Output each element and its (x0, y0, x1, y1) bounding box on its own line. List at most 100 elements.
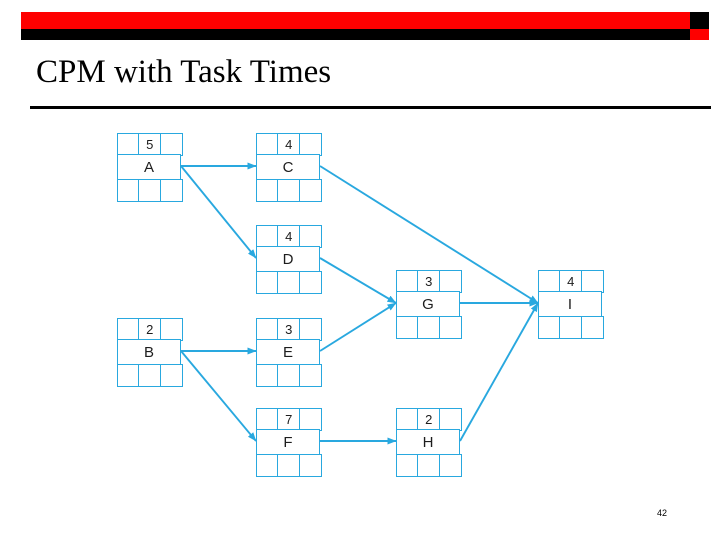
black-bar (21, 29, 690, 40)
task-id-cell: F (256, 429, 320, 456)
slack-cell (417, 316, 441, 339)
duration-cell: 4 (277, 133, 301, 156)
early-finish-cell (298, 408, 322, 431)
node-bottom-row (117, 364, 183, 387)
red-square-accent (690, 29, 709, 40)
late-start-cell (396, 454, 419, 477)
early-start-cell (256, 133, 279, 156)
page-title: CPM with Task Times (36, 54, 332, 90)
slack-cell (277, 271, 301, 294)
task-id-cell: G (396, 291, 460, 318)
node-bottom-row (256, 454, 322, 477)
task-id-cell: A (117, 154, 181, 181)
late-start-cell (256, 179, 279, 202)
edge-a-to-d (180, 165, 257, 259)
edge-e-to-g (319, 302, 397, 352)
early-start-cell (396, 270, 419, 293)
node-top-row: 4 (538, 270, 604, 293)
early-start-cell (256, 408, 279, 431)
early-finish-cell (298, 318, 322, 341)
node-bottom-row (117, 179, 183, 202)
late-start-cell (256, 454, 279, 477)
node-top-row: 5 (117, 133, 183, 156)
node-top-row: 3 (256, 318, 322, 341)
early-start-cell (256, 225, 279, 248)
slack-cell (417, 454, 441, 477)
node-middle-row: E (256, 339, 320, 366)
late-finish-cell (438, 454, 462, 477)
node-top-row: 2 (396, 408, 462, 431)
late-start-cell (256, 364, 279, 387)
edge-b-to-f (180, 350, 257, 442)
late-start-cell (117, 179, 140, 202)
late-finish-cell (580, 316, 604, 339)
slack-cell (277, 179, 301, 202)
node-top-row: 2 (117, 318, 183, 341)
late-start-cell (396, 316, 419, 339)
slack-cell (559, 316, 583, 339)
late-finish-cell (438, 316, 462, 339)
slack-cell (277, 364, 301, 387)
early-finish-cell (438, 408, 462, 431)
duration-cell: 5 (138, 133, 162, 156)
node-bottom-row (396, 316, 462, 339)
early-start-cell (117, 318, 140, 341)
early-finish-cell (438, 270, 462, 293)
task-id-cell: C (256, 154, 320, 181)
early-start-cell (396, 408, 419, 431)
late-start-cell (117, 364, 140, 387)
node-bottom-row (396, 454, 462, 477)
node-middle-row: C (256, 154, 320, 181)
early-finish-cell (159, 318, 183, 341)
node-bottom-row (256, 364, 322, 387)
late-finish-cell (298, 454, 322, 477)
early-start-cell (117, 133, 140, 156)
title-divider (30, 106, 711, 109)
late-finish-cell (298, 179, 322, 202)
node-middle-row: H (396, 429, 460, 456)
red-bar (21, 12, 690, 29)
node-bottom-row (256, 179, 322, 202)
node-top-row: 4 (256, 133, 322, 156)
task-id-cell: E (256, 339, 320, 366)
early-start-cell (256, 318, 279, 341)
late-finish-cell (298, 271, 322, 294)
late-finish-cell (159, 179, 183, 202)
early-finish-cell (298, 133, 322, 156)
slack-cell (138, 179, 162, 202)
edge-d-to-g (319, 257, 397, 304)
duration-cell: 3 (277, 318, 301, 341)
early-start-cell (538, 270, 561, 293)
duration-cell: 2 (417, 408, 441, 431)
slack-cell (277, 454, 301, 477)
node-middle-row: A (117, 154, 181, 181)
task-id-cell: B (117, 339, 181, 366)
slack-cell (138, 364, 162, 387)
header-decoration-band (0, 0, 720, 46)
edge-h-to-i (459, 302, 539, 442)
node-top-row: 3 (396, 270, 462, 293)
page-number: 42 (657, 508, 668, 518)
late-start-cell (538, 316, 561, 339)
duration-cell: 2 (138, 318, 162, 341)
node-bottom-row (256, 271, 322, 294)
task-id-cell: H (396, 429, 460, 456)
node-middle-row: F (256, 429, 320, 456)
duration-cell: 7 (277, 408, 301, 431)
late-start-cell (256, 271, 279, 294)
late-finish-cell (159, 364, 183, 387)
node-middle-row: G (396, 291, 460, 318)
task-id-cell: D (256, 246, 320, 273)
early-finish-cell (580, 270, 604, 293)
